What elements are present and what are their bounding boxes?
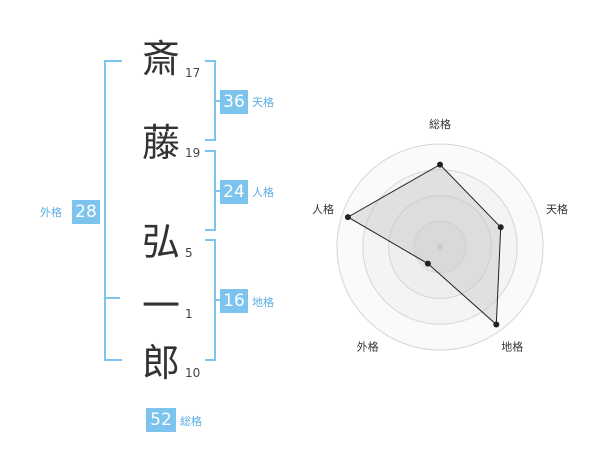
radar-axis-label-1: 総格	[429, 117, 451, 131]
radar-data-polygon	[346, 163, 502, 326]
stroke-count-3: 5	[185, 246, 193, 260]
tenkaku-badge: 36	[220, 90, 248, 114]
soukaku-label: 総格	[180, 415, 202, 428]
gaikaku-badge: 28	[72, 200, 100, 224]
chikaku-connector	[214, 299, 220, 301]
radar-center-dot	[437, 244, 443, 250]
stroke-count-5: 10	[185, 366, 201, 380]
radar-axis-label-2: 天格	[546, 202, 568, 216]
soukaku-badge: 52	[146, 408, 176, 432]
jinkaku-badge: 24	[220, 180, 248, 204]
name-char-5: 郎	[141, 341, 180, 385]
radar-point-2	[497, 224, 504, 231]
name-char-4: 一	[141, 284, 180, 328]
name-char-3: 弘	[141, 220, 180, 264]
radar-point-5	[344, 214, 351, 221]
radar-point-1	[437, 161, 443, 168]
tenkaku-label: 天格	[252, 96, 274, 109]
tenkaku-connector	[214, 100, 220, 102]
radar-axis-label-4: 外格	[357, 340, 379, 354]
gaikaku-bracket	[104, 60, 122, 361]
stroke-count-2: 19	[185, 146, 201, 160]
radar-axis-label-3: 地格	[501, 340, 523, 354]
jinkaku-label: 人格	[252, 186, 274, 199]
radar-point-4	[424, 260, 431, 267]
radar-axis-label-5: 人格	[312, 202, 334, 216]
chikaku-label: 地格	[252, 296, 274, 309]
gaikaku-divider	[106, 297, 120, 299]
chikaku-badge: 16	[220, 289, 248, 313]
stroke-count-1: 17	[185, 66, 201, 80]
radar-point-3	[493, 321, 500, 328]
gaikaku-label: 外格	[40, 206, 62, 219]
name-char-2: 藤	[141, 121, 180, 165]
stroke-count-4: 1	[185, 307, 193, 321]
jinkaku-connector	[214, 190, 220, 192]
name-char-1: 斎	[141, 37, 180, 81]
